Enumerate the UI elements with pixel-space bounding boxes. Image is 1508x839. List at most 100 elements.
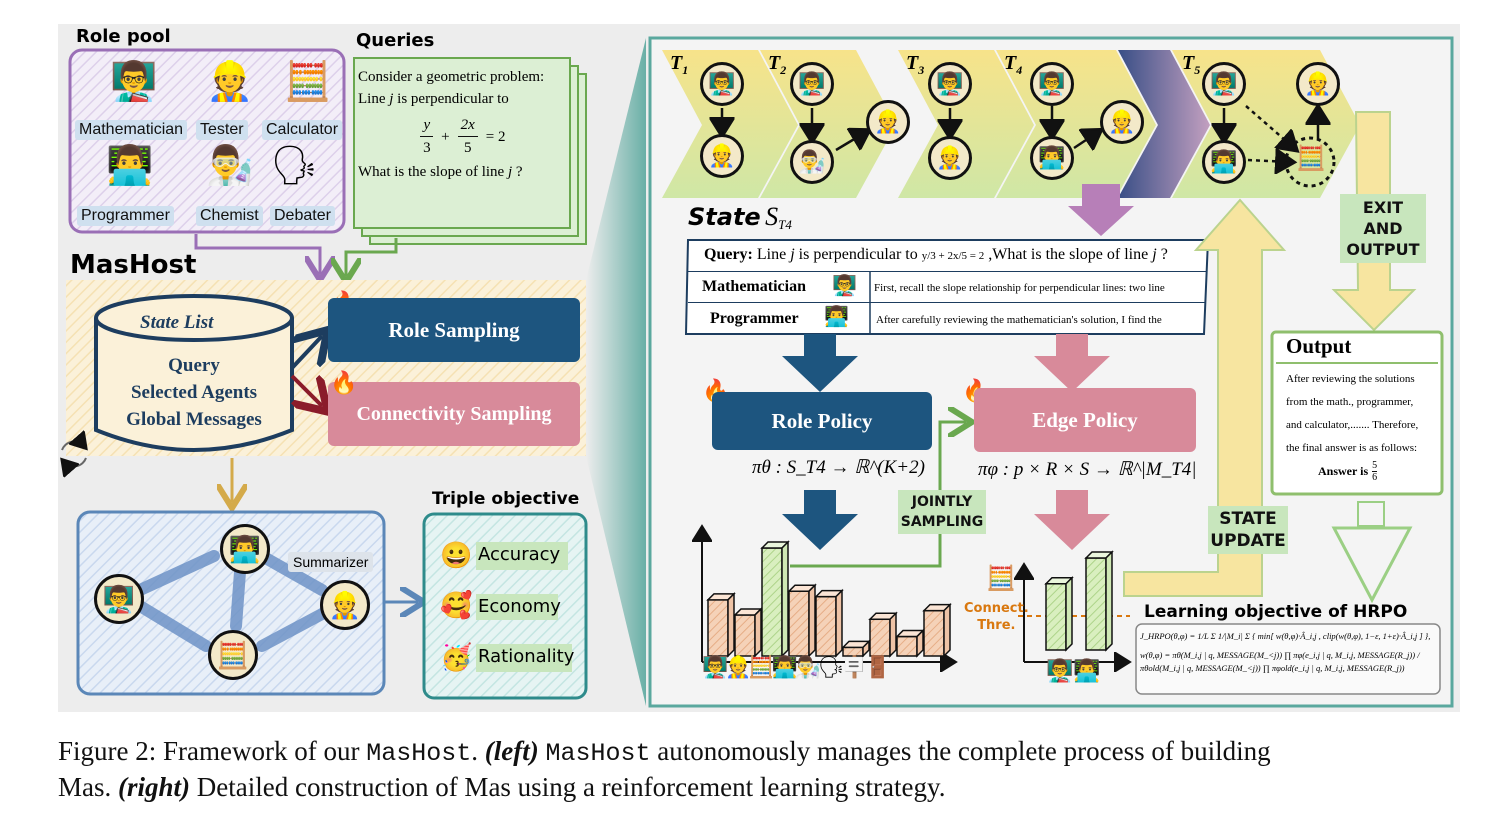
chart2-bars-bar-side-1 [1105,550,1113,652]
t3-node-mathematician: 👨‍🏫 [928,62,972,106]
role-label-debater: Debater [270,206,335,226]
t4-node-summarizer: 👷 [1100,100,1144,144]
summarizer-label: Summarizer [288,552,374,572]
query-line1: Consider a geometric problem: [358,69,545,85]
calculator-icon: 🧮 [986,565,1016,592]
role-label-tester: Tester [196,120,248,140]
hrpo-equation-1: J_HRPO(θ,φ) = 1/L Σ 1/|M_i| Σ { min[ w(θ… [1140,631,1431,641]
objective-accuracy: Accuracy [478,544,561,565]
t4-node-mathematician: 👨‍🏫 [1030,62,1074,106]
t1-node-summarizer: 👷 [700,134,744,178]
calculator-avatar: 🧮 [284,61,332,103]
objective-rationality: Rationality [478,646,575,667]
figure-caption-line2: Mas. (right) Detailed construction of Ma… [58,772,946,802]
step-t1: T1 [670,52,689,77]
connect-threshold-label: Connect.Thre. [964,601,1029,633]
chart2-role-icons: 👨‍🏫👨‍💻 [1046,658,1101,683]
t5-node-programmer: 👨‍💻 [1202,140,1246,184]
tester-avatar: 👷 [206,61,254,103]
step-t2: T2 [768,52,787,77]
t2-node-chemist: 👨‍🔬 [790,140,834,184]
query-text: Consider a geometric problem: Line j is … [358,66,568,183]
chart2-bars-bar-1 [1085,557,1107,651]
query-line2: Line j is perpendicular to [358,91,509,107]
programmer-icon: 👨‍💻 [824,306,849,328]
queries-card [353,57,571,229]
state-list-items: Query Selected Agents Global Messages [96,352,292,433]
triple-objective-title: Triple objective [432,489,580,509]
chart1-bars-bar-3 [788,590,810,657]
chart1-bars-bar-7 [896,635,918,657]
role-pool-box [68,48,346,234]
chart1-bars-bar-0 [707,599,729,657]
role-label-calculator: Calculator [262,120,343,140]
state-row-mathematician-text: First, recall the slope relationship for… [874,282,1165,294]
debater-avatar: 🗣 [270,145,319,187]
state-query-row: Query: Line j is perpendicular to y/3 + … [704,246,1168,263]
hrpo-equation-2: w(θ,φ) = πθ(M_i,j | q, MESSAGE(M_<j)) ∏ … [1140,650,1420,673]
role-pool-title: Role pool [76,26,171,47]
step-t5: T5 [1182,52,1201,77]
chart2-bars-bar-0 [1045,583,1067,651]
queries-title: Queries [356,30,435,51]
chart1-bars-bar-1 [734,614,756,657]
role-label-programmer: Programmer [77,206,174,226]
hrpo-box [1135,623,1441,695]
step-t3: T3 [906,52,925,77]
chart1-bars-bar-side-3 [808,583,816,658]
t4-node-programmer: 👨‍💻 [1030,136,1074,180]
chart1-bars-bar-6 [869,618,891,657]
graph-node-mathematician: 👨‍🏫 [94,574,144,624]
output-body: After reviewing the solutions from the m… [1286,373,1419,454]
role-policy-formula: πθ : S_T4 → ℝ^(K+2) [752,457,925,478]
mathematician-icon: 👨‍🏫 [832,275,857,297]
chemist-avatar: 👨‍🔬 [206,145,254,187]
chart1-bars-bar-side-4 [835,588,843,658]
party-icon: 🥳 [440,642,473,672]
chart1-bars-bar-side-6 [889,611,897,658]
graph-node-summarizer: 👷 [320,580,370,630]
role-policy-box: Role Policy [712,392,932,450]
query-line3: What is the slope of line j ? [358,164,523,180]
role-label-mathematician: Mathematician [75,120,188,140]
state-item-agents: Selected Agents [130,382,258,403]
state-row-programmer-label: Programmer [710,310,799,327]
t3-node-summarizer: 👷 [928,136,972,180]
figure-caption-line1: Figure 2: Framework of our MasHost. (lef… [58,736,1271,768]
edge-policy-box: Edge Policy [974,388,1196,452]
state-list-title: State List [140,312,214,333]
chart1-bars-bar-side-7 [916,628,924,658]
hearts-icon: 🥰 [440,590,473,620]
objective-economy: Economy [478,596,561,617]
t2-node-summarizer: 👷 [866,100,910,144]
edge-policy-formula: πφ : p × R × S → ℝ^|M_T4| [978,459,1197,480]
graph-node-calculator: 🧮 [208,630,258,680]
refresh-icon [62,442,86,467]
chart1-bars-bar-side-8 [943,602,951,658]
state-row-mathematician-label: Mathematician [702,278,806,295]
state-item-query: Query [168,355,220,376]
chart1-role-icons: 👨‍🏫👷🧮👨‍💻👨‍🔬🗣🪧🚪 [702,656,891,679]
flame-icon: 🔥 [330,370,358,395]
state-title: State ST4 [688,202,792,233]
t5-node-mathematician: 👨‍🏫 [1202,62,1246,106]
smile-icon: 😀 [440,540,473,570]
chart1-bars-bar-2 [761,547,783,657]
role-label-chemist: Chemist [196,206,263,226]
t5-node-summarizer: 👷 [1296,62,1340,106]
step-t4: T4 [1004,52,1023,77]
role-sampling-box: Role Sampling [328,298,580,362]
t5-node-calculator: 🧮 [1296,145,1326,172]
chart1-bars-bar-5 [842,646,864,657]
state-row-programmer-text: After carefully reviewing the mathematic… [876,314,1162,326]
connectivity-sampling-box: Connectivity Sampling [328,382,580,446]
programmer-avatar: 👨‍💻 [106,145,154,187]
mathematician-avatar: 👨‍🏫 [110,61,158,103]
mashost-title: MasHost [70,250,197,280]
hrpo-title: Learning objective of HRPO [1144,602,1408,622]
